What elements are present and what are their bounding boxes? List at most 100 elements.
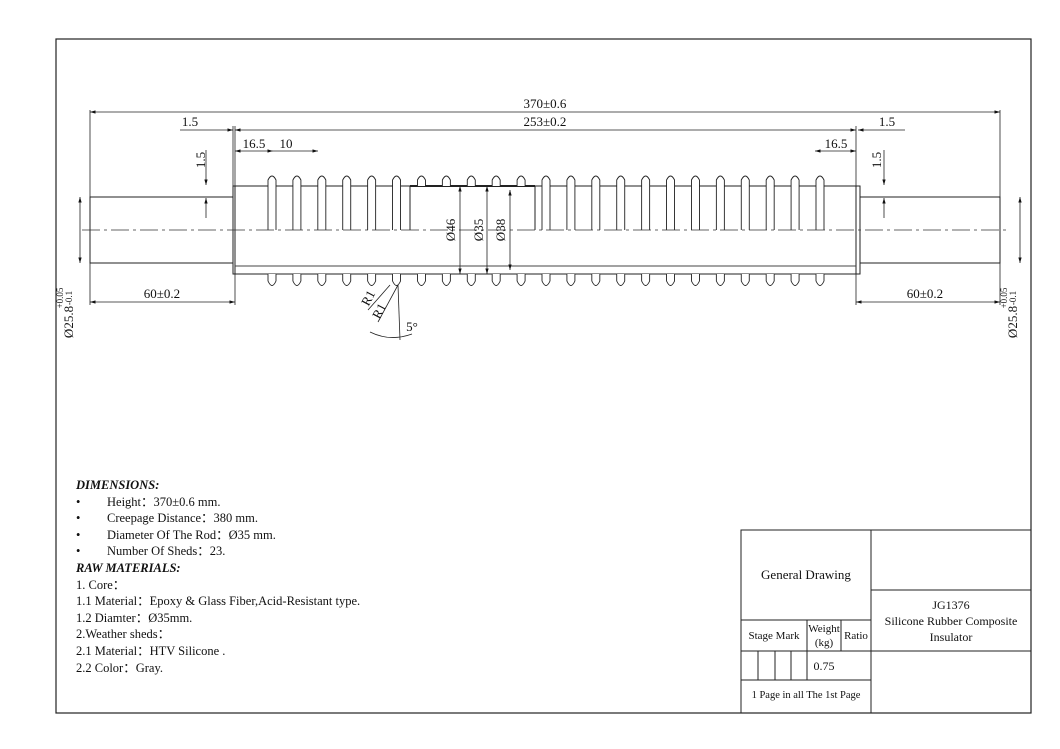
shed-bottom [790, 274, 800, 286]
shed-bottom [516, 274, 526, 286]
shed-bottom [466, 274, 476, 286]
material-line: 1.1 Material：Epoxy & Glass Fiber,Acid-Re… [76, 594, 361, 609]
dim-sheath-diameter: Ø38 [493, 219, 508, 241]
dim-fitting-diameter-left: Ø25.8 [61, 306, 76, 338]
dim-tol-lower-right: -0.1 [1008, 291, 1018, 305]
shed-bottom [392, 274, 401, 286]
shed-bottom [342, 274, 352, 286]
title-block-stage-mark: Stage Mark [748, 630, 800, 642]
dim-shed-pitch: 10 [280, 136, 293, 151]
dim-fitting-length-right: 60±0.2 [907, 286, 943, 301]
shed-bottom [566, 274, 576, 286]
dim-radius-2: R1 [369, 301, 389, 321]
title-block-part-name-line1: Silicone Rubber Composite [884, 614, 1018, 628]
dim-fitting-diameter-right: Ø25.8 [1005, 306, 1020, 338]
shed-top [616, 175, 626, 230]
sheds-bottom [267, 274, 825, 286]
shed-bottom [591, 274, 601, 286]
shed-bottom [267, 274, 277, 286]
shed-bottom [740, 274, 750, 286]
shed-bottom [317, 274, 327, 286]
dim-tol-upper-right: +0.05 [999, 287, 1009, 308]
shed-top [541, 175, 551, 230]
dim-shed-diameter: Ø46 [443, 218, 458, 241]
title-block-grid [740, 529, 1032, 714]
shed-top [591, 175, 601, 230]
shed-top [790, 175, 800, 230]
title-block-drawing-type: General Drawing [761, 567, 851, 582]
shed-bottom [367, 274, 377, 286]
dim-end-step-right: 1.5 [879, 114, 895, 129]
shed-bottom [666, 274, 675, 286]
shed-top [392, 175, 401, 230]
dimension-item: Diameter Of The Rod：Ø35 mm. [76, 527, 360, 544]
dim-overall-length: 370±0.6 [524, 96, 567, 111]
title-block-page-info: 1 Page in all The 1st Page [751, 690, 861, 701]
shed-top [740, 175, 750, 230]
dimension-item: Creepage Distance：380 mm. [76, 510, 360, 527]
shed-top [292, 175, 302, 230]
shed-bottom [641, 274, 651, 286]
dim-first-shed-offset-left: 16.5 [243, 136, 266, 151]
drawing-frame [55, 38, 1032, 714]
material-line: 1.2 Diamter：Ø35mm. [76, 610, 193, 625]
materials-heading: RAW MATERIALS: [76, 560, 181, 575]
dim-step-height-left: 1.5 [193, 152, 208, 168]
dim-end-step-left: 1.5 [182, 114, 198, 129]
title-block-weight-unit: (kg) [814, 637, 834, 649]
shed-top [691, 175, 700, 230]
dimension-item: Height：370±0.6 mm. [76, 494, 360, 511]
dim-first-shed-offset-right: 16.5 [825, 136, 848, 151]
shed-bottom [691, 274, 700, 286]
shed-top [267, 175, 277, 230]
drawing-notes: DIMENSIONS: Height：370±0.6 mm. Creepage … [76, 477, 360, 676]
dim-step-height-right: 1.5 [869, 152, 884, 168]
material-line: 1. Core： [76, 577, 126, 592]
shed-top [417, 175, 426, 186]
title-block-ratio: Ratio [844, 630, 868, 642]
shed-top [317, 175, 327, 230]
title-block-weight-label: Weight [808, 623, 840, 635]
shed-top [566, 175, 576, 230]
shed-top [516, 175, 526, 186]
shed-top [466, 175, 476, 186]
title-block-part-number: JG1376 [932, 598, 970, 612]
shed-top [666, 175, 675, 230]
shed-top [765, 175, 775, 230]
dim-radius-1: R1 [358, 288, 378, 308]
shed-top [491, 175, 501, 186]
shed-top [367, 175, 377, 230]
shed-bottom [616, 274, 626, 286]
shed-top [641, 175, 651, 230]
shed-bottom [715, 274, 725, 286]
dim-tol-lower-left: -0.1 [64, 291, 74, 305]
dim-shed-angle: 5° [406, 319, 418, 334]
shed-bottom [292, 274, 302, 286]
material-line: 2.1 Material：HTV Silicone . [76, 643, 226, 658]
sheds-top [267, 175, 825, 230]
shed-bottom [441, 274, 451, 286]
dimension-lines [78, 110, 1022, 341]
shed-bottom [541, 274, 551, 286]
shed-bottom [765, 274, 775, 286]
dimension-list: Height：370±0.6 mm. Creepage Distance：380… [76, 494, 360, 560]
dimension-item: Number Of Sheds：23. [76, 543, 360, 560]
shed-bottom [491, 274, 501, 286]
dim-tol-upper-left: +0.05 [55, 287, 65, 308]
shed-top [715, 175, 725, 230]
material-line: 2.Weather sheds： [76, 627, 171, 642]
shed-top [342, 175, 352, 230]
dimensions-heading: DIMENSIONS: [76, 478, 160, 492]
dim-fitting-length-left: 60±0.2 [144, 286, 180, 301]
dim-shed-length: 253±0.2 [524, 114, 567, 129]
shed-top [441, 175, 451, 186]
material-line: 2.2 Color：Gray. [76, 660, 164, 675]
shed-top [815, 175, 825, 230]
title-block-weight-value: 0.75 [813, 659, 835, 673]
shed-bottom [815, 274, 825, 286]
dim-rod-diameter: Ø35 [471, 219, 486, 241]
shed-bottom [417, 274, 426, 286]
title-block-part-name-line2: Insulator [929, 630, 973, 644]
insulator-body [89, 185, 1001, 275]
